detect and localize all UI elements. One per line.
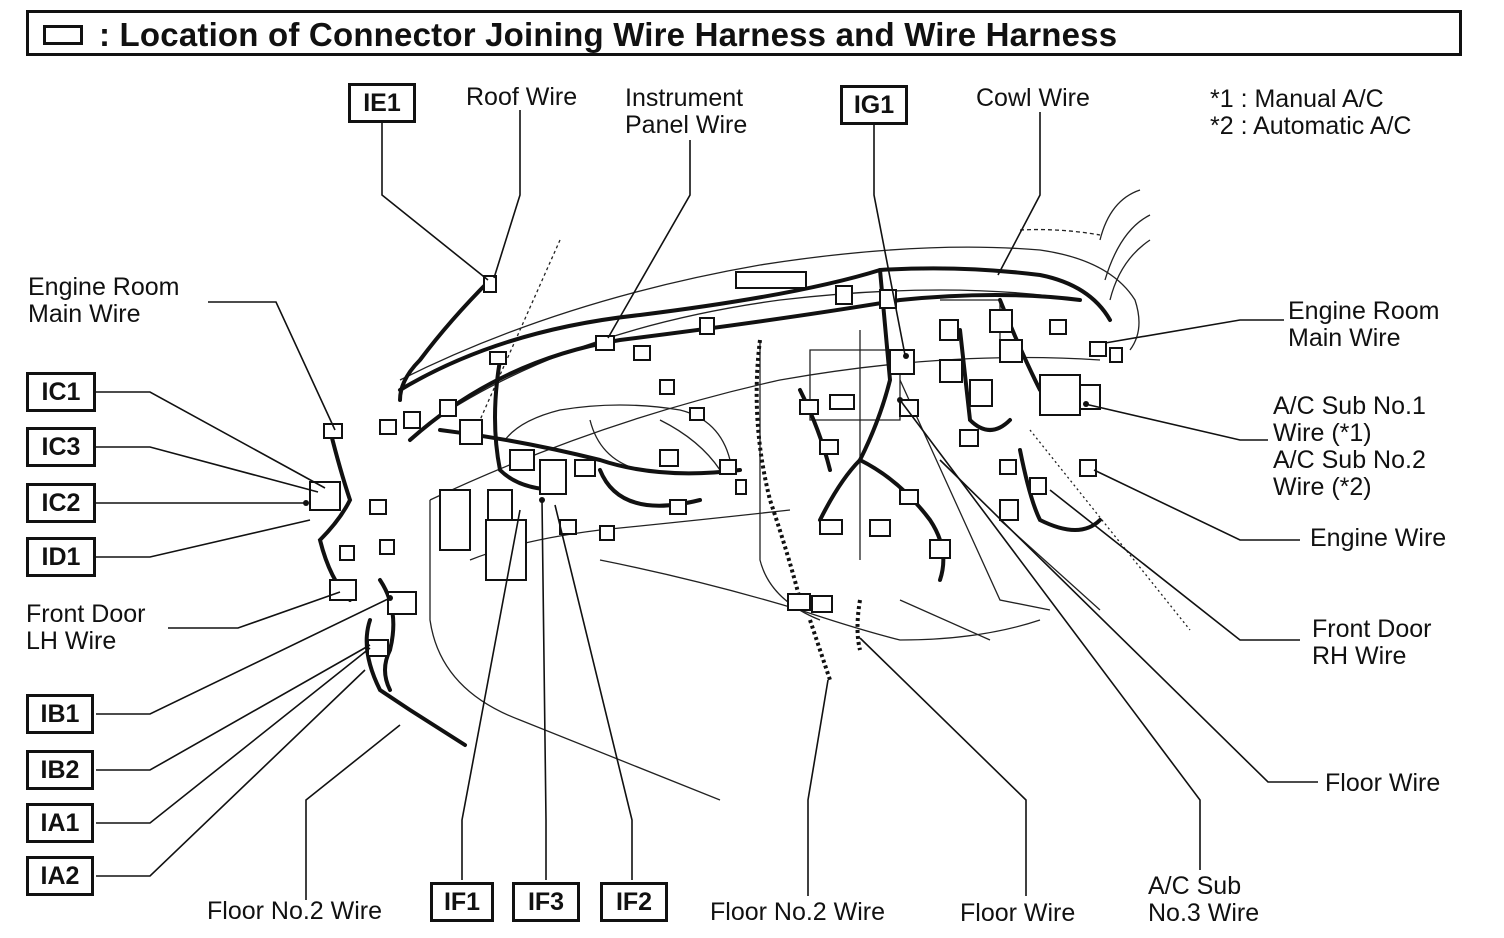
diagram-title: : Location of Connector Joining Wire Har… [99,16,1118,53]
connector-ic2: IC2 [26,483,96,523]
connector-ia1: IA1 [26,803,94,843]
label-engine-room-main-wire-right-line2: Main Wire [1288,324,1401,352]
label-ac-sub-no2-line2: Wire (*2) [1273,473,1372,501]
label-ac-sub-no1-line1: A/C Sub No.1 [1273,392,1426,420]
label-front-door-lh-wire-line1: Front Door [26,600,146,628]
label-floor-wire-bottom: Floor Wire [960,899,1076,927]
diagram-title-bar: : Location of Connector Joining Wire Har… [26,10,1462,56]
connector-blocks [309,271,1123,657]
harness-dashed-wires [754,339,862,681]
label-ac-sub-no3-wire-line1: A/C Sub [1148,872,1242,900]
connector-ie1: IE1 [348,83,416,123]
leader-lines [96,110,1318,900]
label-front-door-rh-wire-line2: RH Wire [1312,642,1407,670]
connector-ib2: IB2 [26,750,94,790]
connector-ig1: IG1 [840,85,908,125]
connector-ia2: IA2 [26,856,94,896]
harness-wires [317,266,1112,747]
note-manual-ac: *1 : Manual A/C [1210,85,1384,113]
label-ac-sub-no2-line1: A/C Sub No.2 [1273,446,1426,474]
label-cowl-wire: Cowl Wire [976,84,1090,112]
label-ac-sub-no1-line2: Wire (*1) [1273,419,1372,447]
label-instrument-panel-wire-line1: Instrument [625,84,744,112]
connector-ic1: IC1 [26,372,96,412]
label-instrument-panel-wire-line2: Panel Wire [625,111,748,139]
label-floor-no2-wire-center: Floor No.2 Wire [710,898,886,926]
note-automatic-ac: *2 : Automatic A/C [1210,112,1412,140]
label-engine-room-main-wire-right-line1: Engine Room [1288,297,1440,325]
label-engine-room-main-wire-left-line2: Main Wire [28,300,141,328]
connector-if3: IF3 [512,882,580,922]
label-floor-wire-right: Floor Wire [1325,769,1441,797]
connector-box-icon [43,25,83,45]
connector-ib1: IB1 [26,694,94,734]
label-engine-room-main-wire-left-line1: Engine Room [28,273,180,301]
connector-if1: IF1 [430,882,494,922]
label-front-door-rh-wire-line1: Front Door [1312,615,1432,643]
connector-ic3: IC3 [26,427,96,467]
connector-id1: ID1 [26,537,96,577]
label-roof-wire: Roof Wire [466,83,578,111]
label-floor-no2-wire-left: Floor No.2 Wire [207,897,383,925]
label-front-door-lh-wire-line2: LH Wire [26,627,117,655]
leader-dots [303,353,1089,601]
label-ac-sub-no3-wire-line2: No.3 Wire [1148,899,1260,927]
label-engine-wire: Engine Wire [1310,524,1447,552]
connector-if2: IF2 [600,882,668,922]
